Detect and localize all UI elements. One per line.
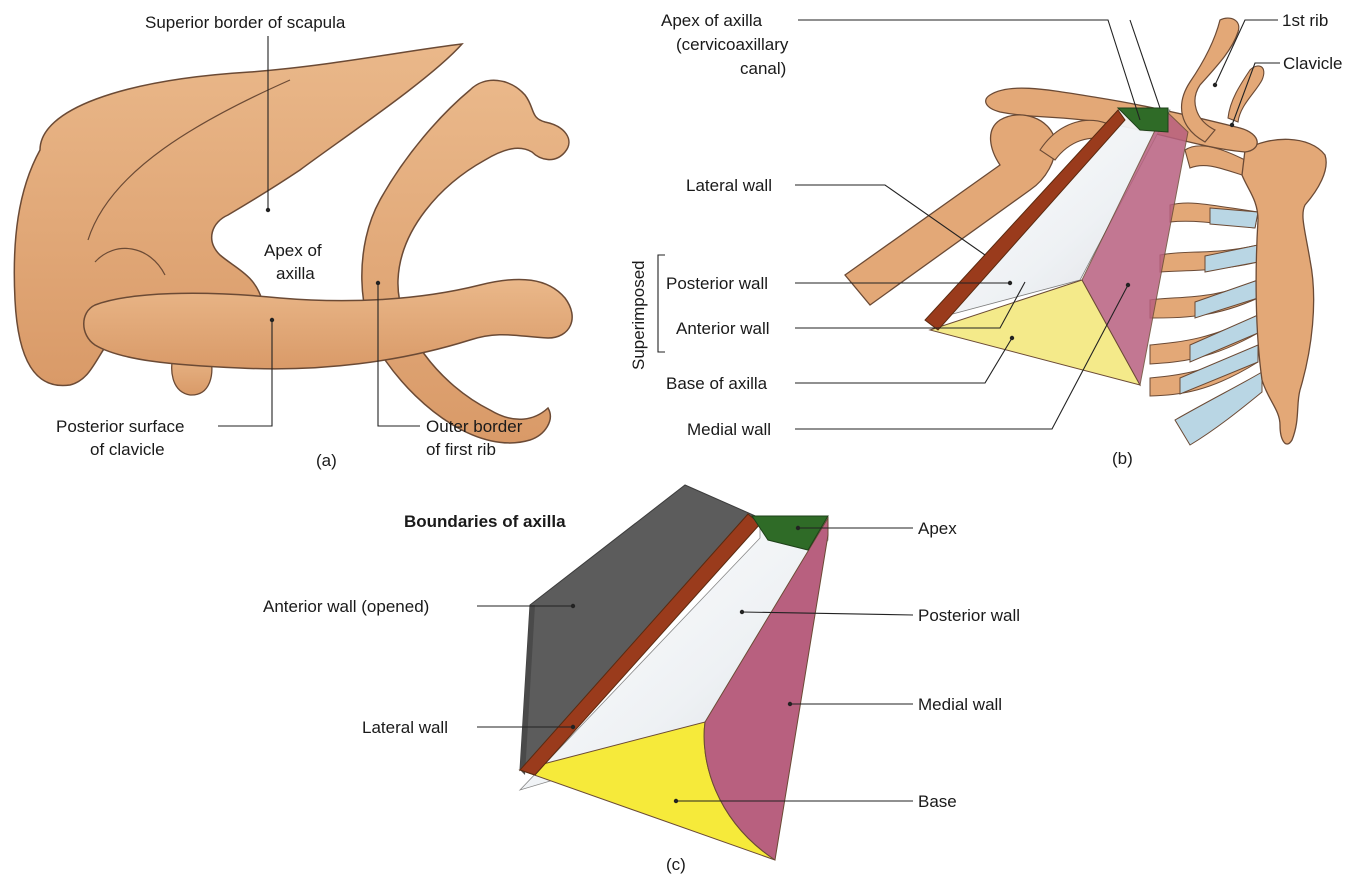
- dot-base-c: [674, 799, 678, 803]
- label-medial-wall-b: Medial wall: [687, 420, 771, 439]
- label-apex-a-1: Apex of: [264, 241, 322, 260]
- dot-outer-border: [376, 281, 380, 285]
- leader-apex-b-2: [1130, 20, 1160, 108]
- label-posterior-surface-1: Posterior surface: [56, 417, 185, 436]
- caption-a: (a): [316, 451, 337, 470]
- bracket-superimposed: [658, 255, 665, 352]
- label-base-c: Base: [918, 792, 957, 811]
- label-first-rib: 1st rib: [1282, 11, 1328, 30]
- label-apex-c: Apex: [918, 519, 957, 538]
- dot-apex-c: [796, 526, 800, 530]
- dot-medial-wall-c: [788, 702, 792, 706]
- dot-medial-wall-b: [1126, 283, 1130, 287]
- dot-clavicle: [1230, 123, 1234, 127]
- label-apex-a-2: axilla: [276, 264, 315, 283]
- dot-anterior-wall-c: [571, 604, 575, 608]
- label-apex-b-1: Apex of axilla: [661, 11, 763, 30]
- label-posterior-wall-b: Posterior wall: [666, 274, 768, 293]
- panel-a: Superior border of scapula Apex of axill…: [14, 13, 572, 470]
- dot-base-b: [1010, 336, 1014, 340]
- leader-base-b: [795, 338, 1012, 383]
- rib-b-small: [1228, 66, 1264, 122]
- caption-b: (b): [1112, 449, 1133, 468]
- label-base-b: Base of axilla: [666, 374, 768, 393]
- label-lateral-wall-c: Lateral wall: [362, 718, 448, 737]
- dot-superior-border: [266, 208, 270, 212]
- dot-posterior-surface: [270, 318, 274, 322]
- dot-lateral-wall-c: [571, 725, 575, 729]
- label-superimposed: Superimposed: [629, 260, 648, 370]
- title-c: Boundaries of axilla: [404, 512, 566, 531]
- dot-posterior-wall-b: [1008, 281, 1012, 285]
- label-lateral-wall-b: Lateral wall: [686, 176, 772, 195]
- label-clavicle: Clavicle: [1283, 54, 1343, 73]
- label-outer-border-1: Outer border: [426, 417, 523, 436]
- caption-c: (c): [666, 855, 686, 874]
- label-outer-border-2: of first rib: [426, 440, 496, 459]
- label-anterior-wall-b: Anterior wall: [676, 319, 770, 338]
- label-posterior-surface-2: of clavicle: [90, 440, 165, 459]
- label-anterior-wall-c: Anterior wall (opened): [263, 597, 429, 616]
- label-medial-wall-c: Medial wall: [918, 695, 1002, 714]
- label-apex-b-3: canal): [740, 59, 786, 78]
- panel-b: Apex of axilla (cervicoaxillary canal) 1…: [629, 11, 1343, 468]
- dot-posterior-wall-c: [740, 610, 744, 614]
- label-posterior-wall-c: Posterior wall: [918, 606, 1020, 625]
- dot-first-rib: [1213, 83, 1217, 87]
- label-superior-border: Superior border of scapula: [145, 13, 346, 32]
- first-rib-shape: [362, 80, 569, 443]
- label-apex-b-2: (cervicoaxillary: [676, 35, 789, 54]
- panel-c: Boundaries of axilla Apex Anterior wall …: [263, 485, 1020, 874]
